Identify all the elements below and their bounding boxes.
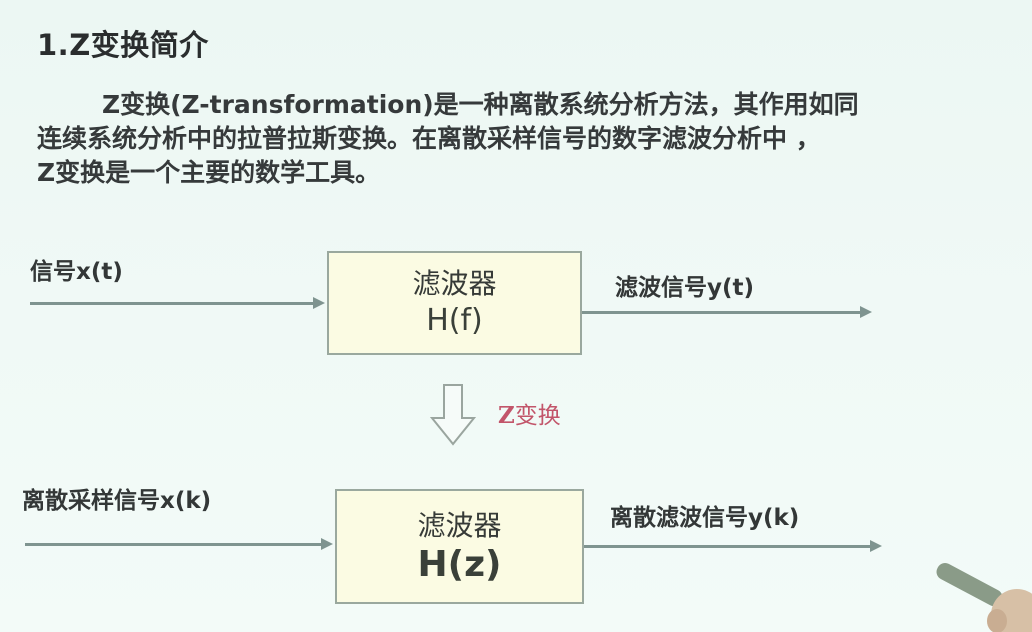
z-transform-label-z: Z [498,402,515,429]
slide-title: 1.Z变换简介 [37,28,209,62]
intro-paragraph: Z变换(Z-transformation)是一种离散系统分析方法，其作用如同 连… [37,88,1012,190]
continuous-input-arrow-icon [30,297,325,309]
continuous-input-label: 信号x(t) [30,259,123,285]
discrete-output-arrow-icon [584,540,882,552]
continuous-filter-name: 滤波器 [412,267,497,300]
discrete-filter-name: 滤波器 [417,508,502,542]
z-transform-label-text: 变换 [514,403,561,429]
z-transform-label: Z变换 [498,396,561,430]
down-arrow-icon [430,384,476,446]
presenter-pointer-icon [936,562,1032,632]
paragraph-line-1: Z变换(Z-transformation)是一种离散系统分析方法，其作用如同 [102,90,859,119]
discrete-filter-function: H(z) [417,543,502,585]
continuous-filter-function: H(f) [426,303,483,338]
continuous-filter-box: 滤波器 H(f) [327,251,582,355]
paragraph-line-2: 连续系统分析中的拉普拉斯变换。在离散采样信号的数字滤波分析中 ， [37,124,821,153]
continuous-output-label: 滤波信号y(t) [615,275,755,301]
paragraph-line-3: Z变换是一个主要的数学工具。 [37,158,381,187]
continuous-output-arrow-icon [582,306,872,318]
discrete-filter-box: 滤波器 H(z) [335,489,584,604]
discrete-input-label: 离散采样信号x(k) [22,488,212,514]
discrete-input-arrow-icon [25,538,333,550]
discrete-output-label: 离散滤波信号y(k) [610,505,800,531]
